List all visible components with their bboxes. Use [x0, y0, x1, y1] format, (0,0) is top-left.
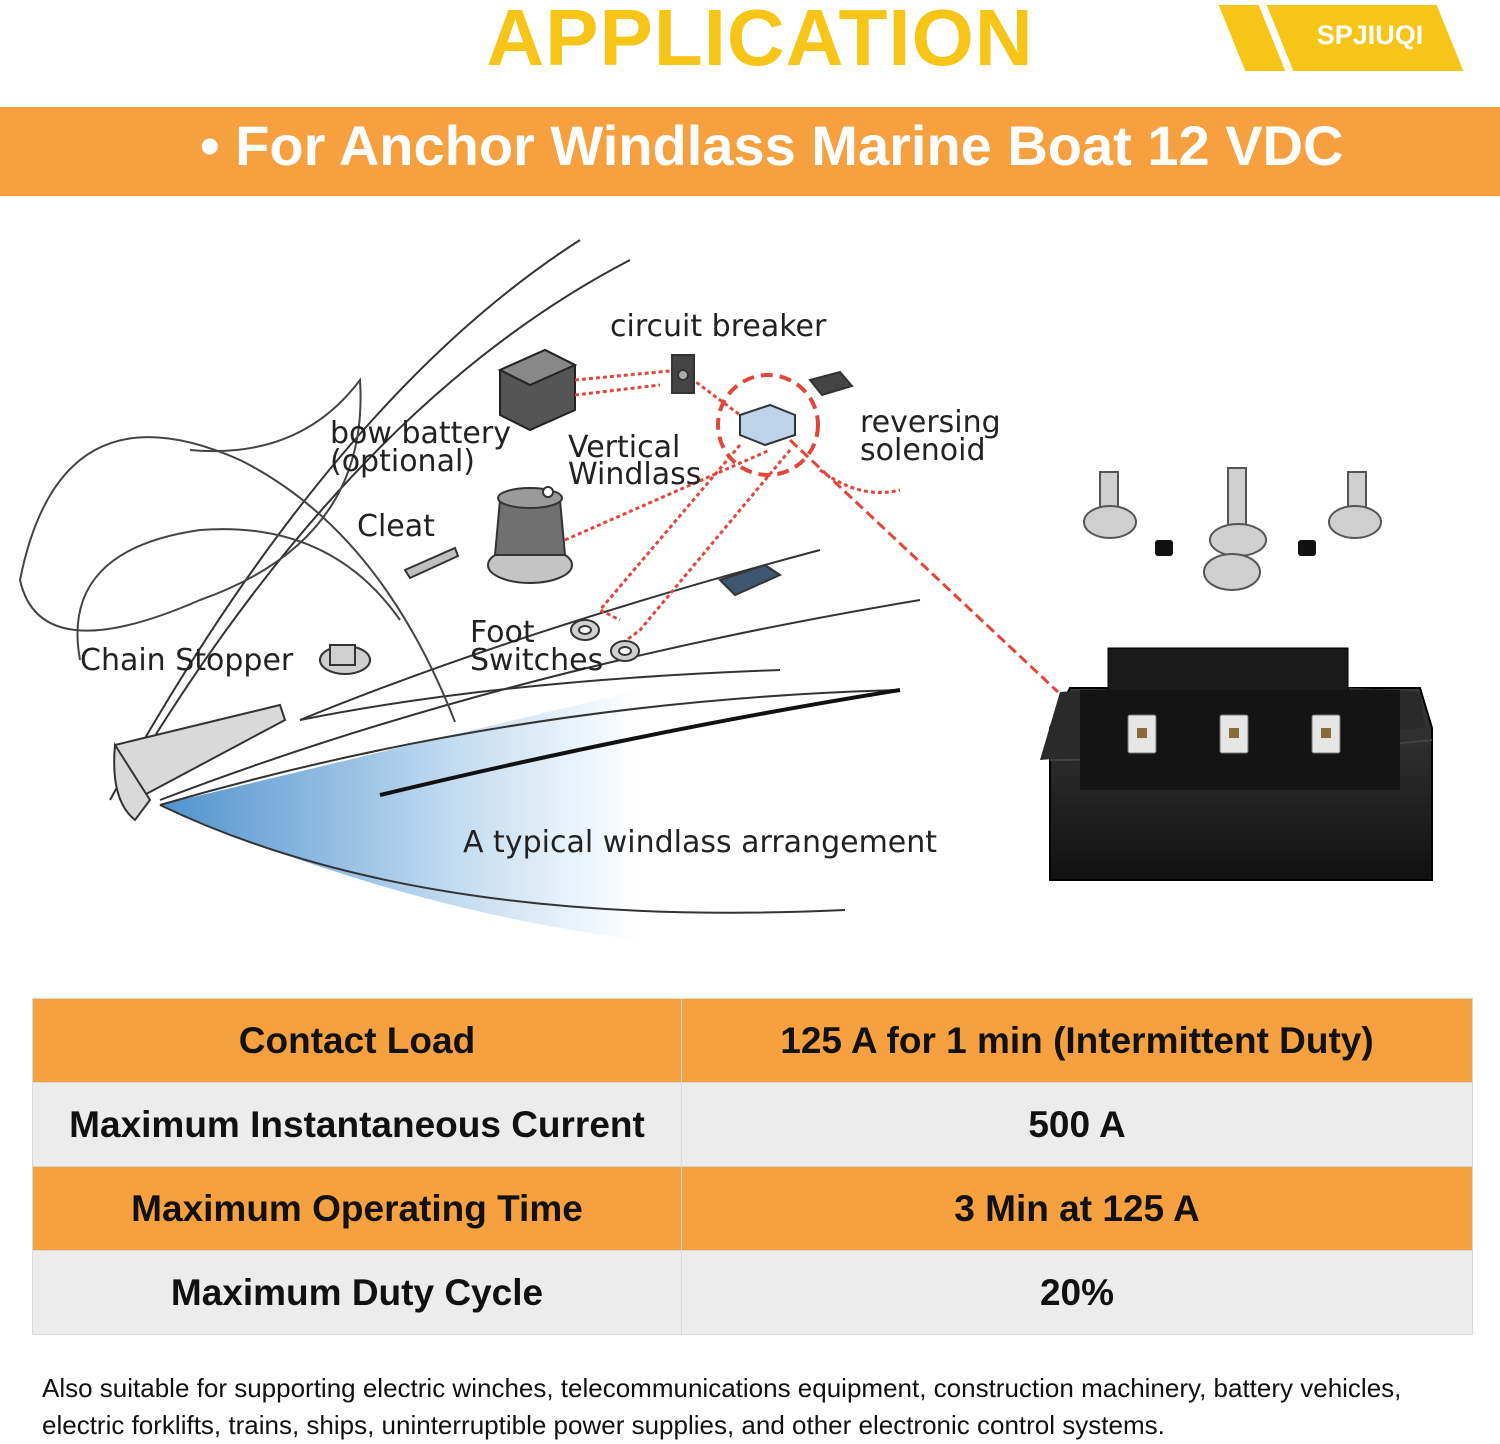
circuit-breaker-icon	[671, 354, 695, 394]
label-chain-stopper: Chain Stopper	[80, 643, 294, 678]
table-row: Contact Load 125 A for 1 min (Intermitte…	[32, 998, 1473, 1083]
banner-text: • For Anchor Windlass Marine Boat 12 VDC	[200, 114, 1344, 177]
remote-control-icon	[718, 563, 783, 597]
spec-value: 3 Min at 125 A	[681, 1166, 1473, 1251]
spec-label: Maximum Operating Time	[32, 1166, 682, 1251]
battery-icon	[497, 348, 578, 432]
table-row: Maximum Operating Time 3 Min at 125 A	[32, 1166, 1473, 1251]
spec-value: 500 A	[681, 1082, 1473, 1167]
label-bow-battery: bow battery	[330, 416, 511, 451]
boat-outline	[109, 239, 921, 914]
spec-label: Contact Load	[32, 998, 682, 1083]
label-vertical-windlass: Vertical	[568, 430, 680, 465]
label-cleat: Cleat	[357, 509, 435, 544]
switch-icon	[808, 370, 854, 397]
page-title: APPLICATION	[486, 0, 1034, 82]
table-row: Maximum Instantaneous Current 500 A	[32, 1082, 1473, 1167]
windlass-icon	[487, 486, 573, 584]
application-banner	[0, 107, 1500, 196]
spec-label: Maximum Instantaneous Current	[32, 1082, 682, 1167]
diagram-labels: circuit breaker bow battery (optional) V…	[80, 309, 1001, 860]
spec-value: 20%	[681, 1250, 1473, 1335]
label-vertical-windlass-2: Windlass	[568, 457, 701, 492]
hull-shading	[160, 690, 640, 940]
cleat-icon	[403, 546, 460, 580]
foot-switch-icon	[570, 619, 640, 662]
label-foot-switches: Foot	[470, 615, 535, 650]
reversing-solenoid-icon	[1040, 467, 1433, 881]
spec-label: Maximum Duty Cycle	[32, 1250, 682, 1335]
solenoid-pointer-line	[788, 438, 1060, 694]
label-foot-switches-2: Switches	[470, 643, 603, 678]
brand-logo-text: SPJIUQI	[1316, 20, 1424, 50]
label-circuit-breaker: circuit breaker	[610, 309, 827, 344]
spec-value: 125 A for 1 min (Intermittent Duty)	[681, 998, 1473, 1083]
specs-table: Contact Load 125 A for 1 min (Intermitte…	[32, 998, 1473, 1335]
label-reversing-solenoid: reversing	[860, 405, 1001, 440]
anchor-rode	[18, 377, 456, 723]
label-bow-battery-optional: (optional)	[330, 444, 475, 479]
control-wiring	[564, 368, 901, 647]
windlass-diagram: circuit breaker bow battery (optional) V…	[18, 239, 1433, 940]
table-row: Maximum Duty Cycle 20%	[32, 1250, 1473, 1335]
footer-note: Also suitable for supporting electric wi…	[42, 1373, 1402, 1440]
label-reversing-solenoid-2: solenoid	[860, 433, 986, 468]
solenoid-small-icon	[716, 373, 820, 477]
anchor-icon	[113, 703, 287, 822]
chain-stopper-icon	[319, 644, 371, 675]
diagram-caption: A typical windlass arrangement	[463, 825, 937, 860]
